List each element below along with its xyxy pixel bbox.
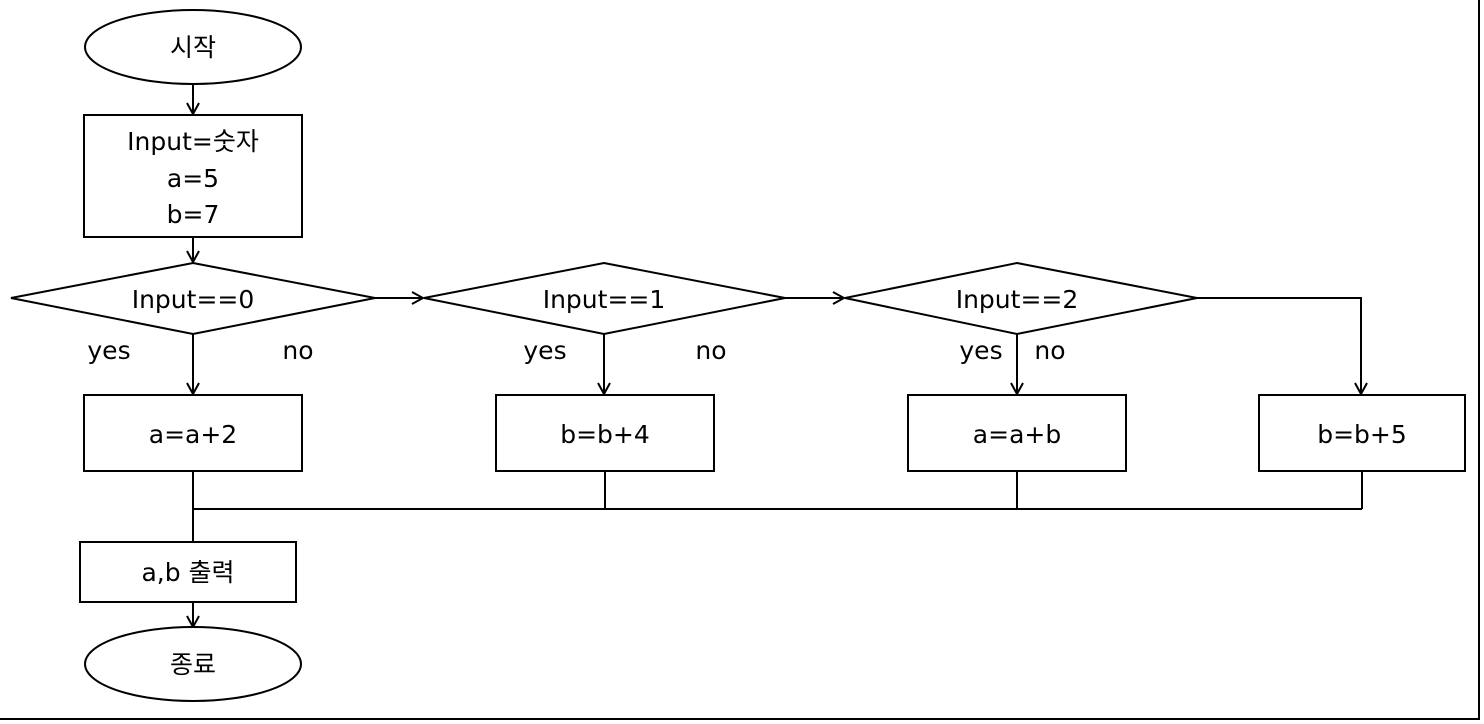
start-label: 시작: [170, 33, 216, 62]
end-label: 종료: [170, 650, 216, 679]
decision-0-label: Input==0: [132, 285, 255, 314]
end-terminal: [84, 626, 302, 702]
decision-0-no-label: no: [282, 336, 313, 365]
action-2-label: b=b+4: [560, 420, 650, 449]
action-3-label: a=a+b: [973, 420, 1061, 449]
output-box: [79, 541, 297, 603]
decision-2-no-label: no: [1034, 336, 1065, 365]
decision-2-yes-label: yes: [959, 336, 1002, 365]
arrow-decision-2-no-to-action-4: [1197, 297, 1361, 394]
action-1-label: a=a+2: [149, 420, 237, 449]
decision-1-label: Input==1: [543, 285, 666, 314]
action-a-plus-b-box: [907, 394, 1127, 472]
action-a-plus-2-box: [83, 394, 303, 472]
decision-1-no-label: no: [695, 336, 726, 365]
decision-2-label: Input==2: [956, 285, 1079, 314]
action-4-label: b=b+5: [1317, 420, 1407, 449]
output-label: a,b 출력: [141, 558, 234, 587]
init-line-a: a=5: [167, 164, 219, 193]
init-line-b: b=7: [167, 200, 220, 229]
action-b-plus-4-box: [495, 394, 715, 472]
action-b-plus-5-box: [1258, 394, 1466, 472]
decision-0-yes-label: yes: [87, 336, 130, 365]
init-line-input: Input=숫자: [127, 127, 259, 156]
decision-1-yes-label: yes: [523, 336, 566, 365]
